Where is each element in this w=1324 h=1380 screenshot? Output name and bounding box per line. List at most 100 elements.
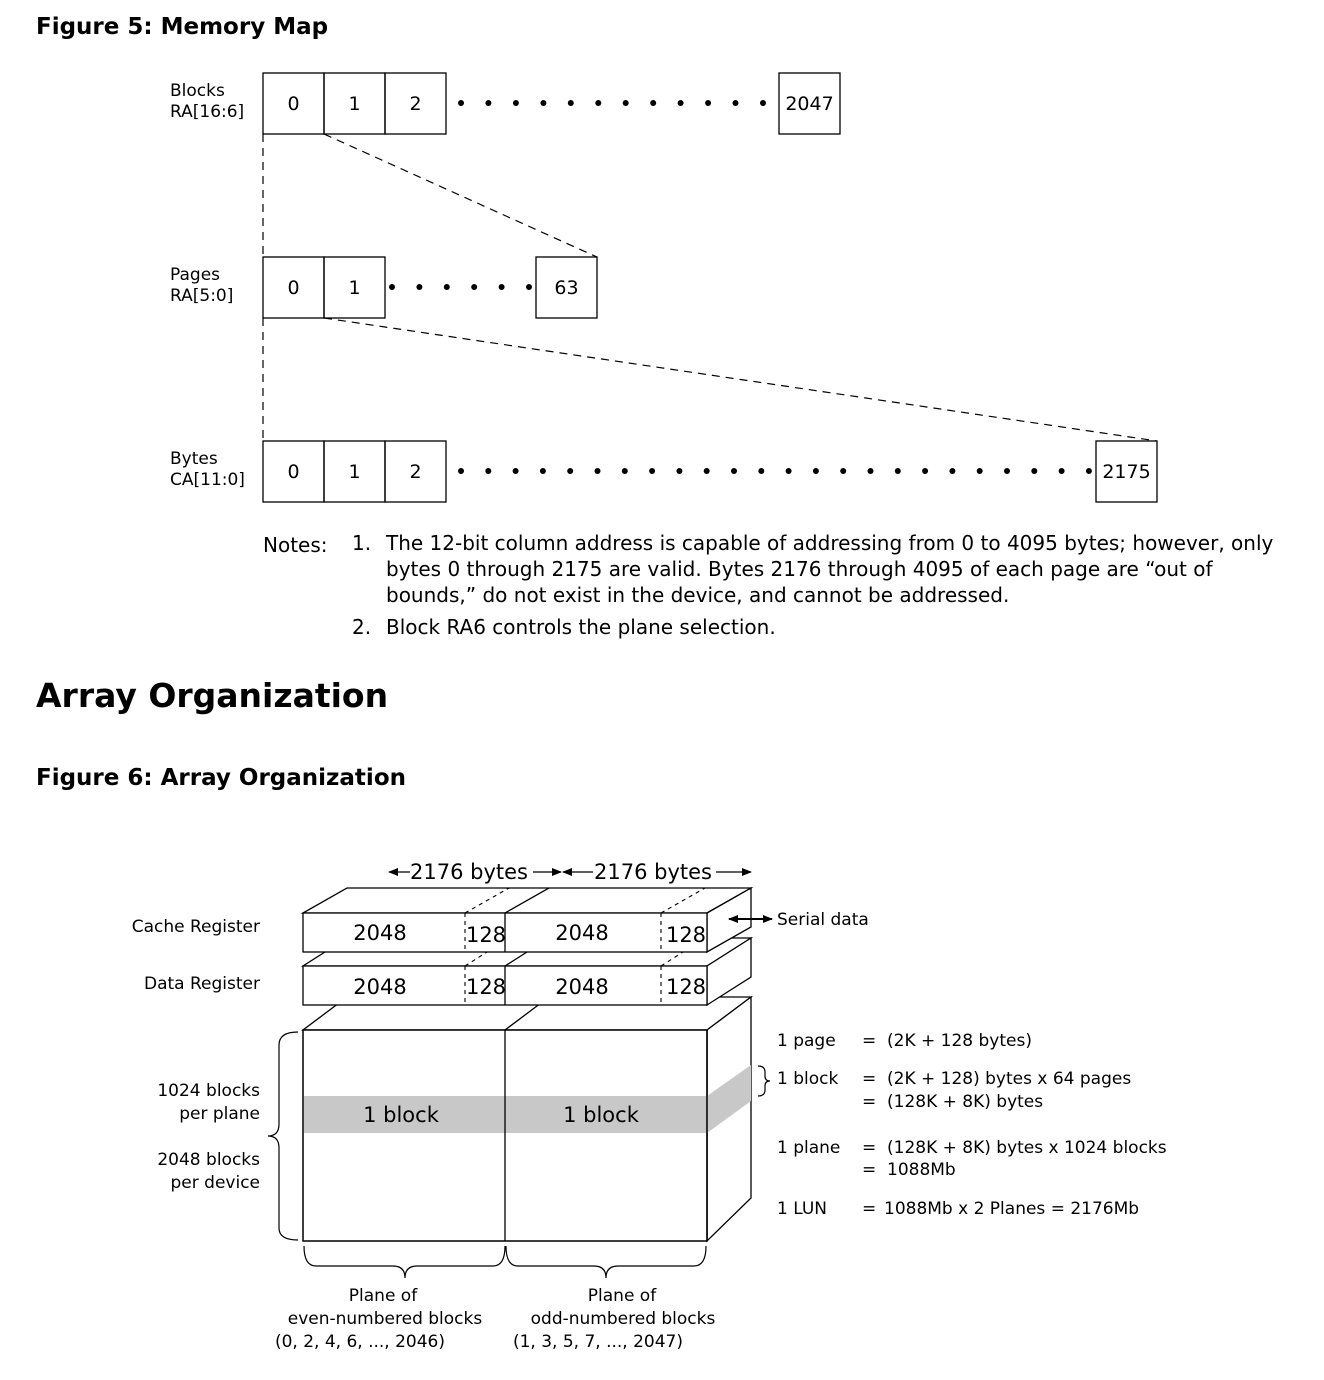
memory-map-diagram: 0 1 2 2047 0 1 63 0 1 2 2175	[262, 72, 1158, 503]
even-plane-brace	[303, 1245, 506, 1279]
ellipsis-dots-pages	[389, 284, 532, 290]
ellipsis-dot	[595, 100, 602, 106]
note-1-text: The 12-bit column address is capable of …	[386, 531, 1274, 607]
definition-value-lun: 1088Mb x 2 Planes = 2176Mb	[884, 1199, 1139, 1219]
page-label-1: 1	[348, 277, 360, 299]
definition-value-plane-2: 1088Mb	[887, 1160, 956, 1180]
byte-label-last: 2175	[1102, 461, 1150, 483]
byte-label-2: 2	[409, 461, 421, 483]
cache-register-spare-divider-left-top	[464, 887, 510, 914]
bytes-label: Bytes	[170, 449, 218, 469]
ellipsis-dot	[867, 468, 874, 474]
figure6-title: Figure 6: Array Organization	[36, 765, 406, 791]
data-register-spare-odd: 128	[666, 975, 706, 999]
left-brace	[267, 1031, 299, 1241]
ellipsis-dot	[785, 468, 792, 474]
ellipsis-dot	[840, 468, 847, 474]
ellipsis-dot	[458, 468, 464, 474]
byte-label-1: 1	[348, 461, 360, 483]
ellipsis-dot	[894, 468, 901, 474]
ellipsis-dot	[458, 100, 464, 106]
note-1: 1. The 12-bit column address is capable …	[352, 530, 1292, 608]
definition-value-block: (2K + 128) bytes x 64 pages	[887, 1069, 1131, 1089]
bytes-row-label: Bytes CA[11:0]	[170, 449, 245, 491]
ellipsis-dot	[498, 284, 505, 290]
ellipsis-dot	[512, 468, 519, 474]
section-title: Array Organization	[36, 676, 389, 715]
ellipsis-dot	[732, 100, 739, 106]
note-2-text: Block RA6 controls the plane selection.	[386, 615, 776, 639]
blocks-per-device-line1: 2048 blocks	[157, 1150, 260, 1170]
definition-value-plane: (128K + 8K) bytes x 1024 blocks	[887, 1138, 1167, 1158]
blocks-address-label: RA[16:6]	[170, 102, 245, 122]
bytes-address-label: CA[11:0]	[170, 470, 245, 490]
ellipsis-dot	[567, 100, 574, 106]
ellipsis-dot	[1058, 468, 1065, 474]
blocks-row-label: Blocks RA[16:6]	[170, 81, 244, 123]
ellipsis-dot	[540, 100, 547, 106]
odd-plane-brace	[505, 1245, 707, 1279]
ellipsis-dot	[922, 468, 929, 474]
ellipsis-dots-bytes	[458, 468, 1092, 474]
ellipsis-dots-blocks	[458, 100, 766, 106]
data-register-spare-even: 128	[466, 975, 506, 999]
expand-line-right-2	[323, 317, 1158, 442]
ellipsis-dot	[539, 468, 546, 474]
ellipsis-dot	[703, 468, 710, 474]
block-band-side	[707, 1065, 751, 1133]
definition-eq-plane: =	[862, 1138, 876, 1158]
ellipsis-dot	[949, 468, 956, 474]
ellipsis-dot	[471, 284, 478, 290]
ellipsis-dot	[485, 100, 492, 106]
page-label-last: 63	[554, 277, 578, 299]
definition-term-lun: 1 LUN	[777, 1199, 827, 1219]
ellipsis-dot	[621, 468, 628, 474]
definition-term-block: 1 block	[777, 1069, 838, 1089]
ellipsis-dot	[1004, 468, 1010, 474]
block-cell-last	[778, 72, 841, 135]
definition-value-page: (2K + 128 bytes)	[887, 1031, 1032, 1051]
cache-register-main-even: 2048	[353, 921, 406, 945]
ellipsis-dot	[976, 468, 983, 474]
ellipsis-dot	[650, 100, 657, 106]
even-plane-line3: (0, 2, 4, 6, ..., 2046)	[275, 1332, 445, 1352]
ellipsis-dot	[677, 100, 684, 106]
block-label-2: 2	[409, 93, 421, 115]
note-1-number: 1.	[352, 531, 372, 555]
ellipsis-dot	[416, 284, 423, 290]
note-2: 2. Block RA6 controls the plane selectio…	[352, 614, 1292, 640]
block-label-1: 1	[348, 93, 360, 115]
page-label-0: 0	[287, 277, 299, 299]
ellipsis-dot	[758, 468, 765, 474]
ellipsis-dot	[812, 468, 819, 474]
data-register-label: Data Register	[144, 974, 260, 994]
even-plane-line2: even-numbered blocks	[288, 1309, 483, 1329]
blocks-per-plane-line1: 1024 blocks	[157, 1081, 260, 1101]
definition-eq-block: =	[862, 1069, 876, 1089]
definitions-list: 1 page = (2K + 128 bytes) 1 block = (2K …	[777, 1031, 1167, 1219]
data-register-main-even: 2048	[353, 975, 406, 999]
notes-label: Notes:	[263, 533, 328, 557]
blocks-per-plane-line2: per plane	[179, 1104, 260, 1124]
block-label-even: 1 block	[363, 1103, 440, 1127]
data-register-main-odd: 2048	[555, 975, 608, 999]
note-2-number: 2.	[352, 615, 372, 639]
ellipsis-dot	[594, 468, 601, 474]
pages-row-label: Pages RA[5:0]	[170, 265, 233, 307]
block-label-odd: 1 block	[563, 1103, 640, 1127]
ellipsis-dot	[443, 284, 450, 290]
ellipsis-dot	[1085, 468, 1092, 474]
cache-register	[300, 886, 754, 954]
block-brace	[757, 1065, 771, 1097]
pages-label: Pages	[170, 265, 221, 285]
byte-cell-2	[384, 440, 447, 503]
ellipsis-dot	[649, 468, 656, 474]
odd-plane-line2: odd-numbered blocks	[531, 1309, 716, 1329]
ellipsis-dot	[485, 468, 492, 474]
cache-register-spare-divider-right-top	[660, 887, 706, 914]
ellipsis-dot	[567, 468, 574, 474]
definition-term-plane: 1 plane	[777, 1138, 840, 1158]
ellipsis-dot	[731, 468, 737, 474]
expand-line-right-1	[323, 133, 598, 258]
